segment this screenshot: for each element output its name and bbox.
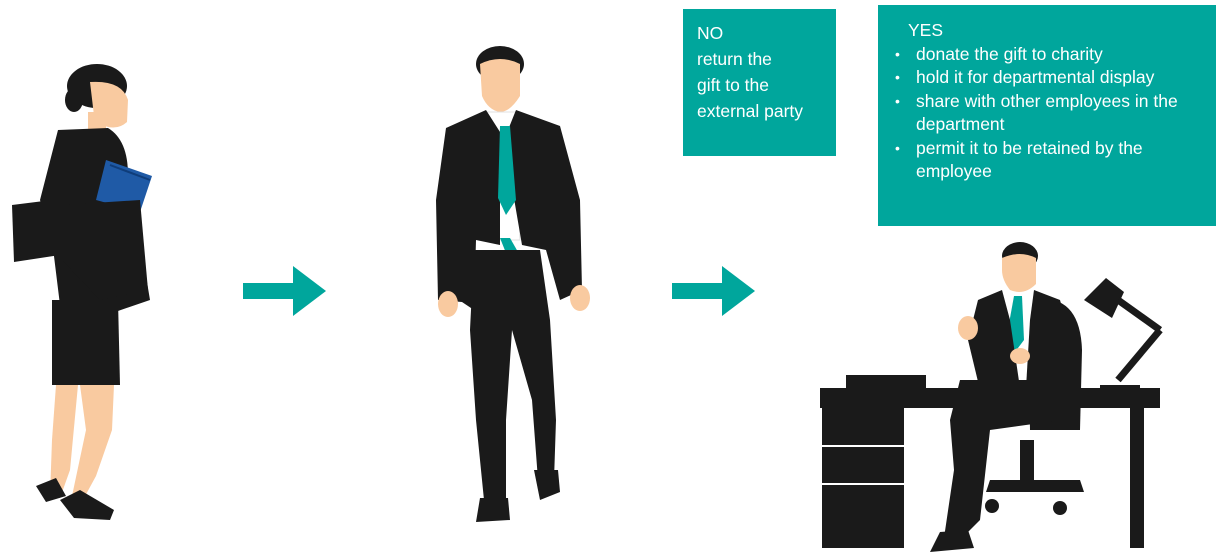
bullet-icon: •: [895, 137, 900, 161]
yes-options-list: •donate the gift to charity •hold it for…: [916, 43, 1216, 184]
list-item-text: hold it for departmental display: [916, 66, 1198, 90]
list-item: •permit it to be retained by the employe…: [916, 137, 1216, 184]
list-item-text: permit it to be retained by the employee: [916, 137, 1198, 184]
yes-outcome-box: YES •donate the gift to charity •hold it…: [878, 5, 1216, 226]
list-item: •share with other employees in the depar…: [916, 90, 1216, 137]
right-arrow-icon: [243, 266, 326, 316]
yes-heading: YES: [908, 19, 1216, 43]
bullet-icon: •: [895, 66, 900, 90]
bullet-icon: •: [895, 90, 900, 114]
list-item: •donate the gift to charity: [916, 43, 1216, 67]
no-text-line: return the: [697, 46, 836, 72]
list-item: •hold it for departmental display: [916, 66, 1216, 90]
woman-with-folder-figure: [12, 64, 152, 520]
list-item-text: donate the gift to charity: [916, 43, 1198, 67]
no-heading: NO: [697, 20, 836, 46]
no-text-line: gift to the: [697, 72, 836, 98]
bullet-icon: •: [895, 43, 900, 67]
seated-man-at-desk-figure: [820, 242, 1160, 552]
walking-man-figure: [436, 46, 590, 522]
no-text-line: external party: [697, 98, 836, 124]
right-arrow-icon: [672, 266, 755, 316]
list-item-text: share with other employees in the depart…: [916, 90, 1198, 137]
no-outcome-box: NO return the gift to the external party: [683, 9, 836, 156]
